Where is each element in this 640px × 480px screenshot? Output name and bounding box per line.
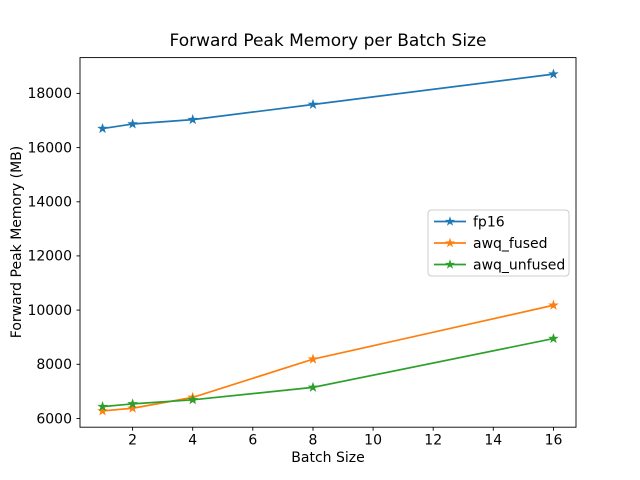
data-point-marker xyxy=(97,122,108,134)
x-tick-label: 14 xyxy=(484,433,502,449)
series-line-awq_unfused xyxy=(101,337,555,408)
legend-label-fp16: fp16 xyxy=(473,215,505,231)
y-tick-label: 6000 xyxy=(36,411,72,427)
legend-label-awq_unfused: awq_unfused xyxy=(473,258,565,274)
x-tick-label: 4 xyxy=(188,433,197,449)
data-point-marker xyxy=(187,114,199,125)
legend-label-awq_fused: awq_fused xyxy=(473,236,548,252)
y-tick-label: 16000 xyxy=(27,140,72,156)
y-tick-label: 8000 xyxy=(36,357,72,373)
data-point-marker xyxy=(97,405,108,416)
x-tick-label: 2 xyxy=(128,433,137,449)
axes-spines xyxy=(79,57,577,428)
series-awq_unfused xyxy=(97,332,559,412)
y-tick-label: 14000 xyxy=(27,195,72,211)
data-point-marker xyxy=(307,353,319,364)
data-point-marker xyxy=(307,98,319,110)
data-point-marker xyxy=(548,68,559,79)
series-line-awq_fused xyxy=(101,304,555,412)
x-tick-label: 10 xyxy=(364,433,382,449)
data-point-marker xyxy=(127,402,138,413)
y-tick-label: 10000 xyxy=(27,303,72,319)
series-fp16 xyxy=(97,68,559,134)
x-tick-label: 8 xyxy=(309,433,318,449)
y-tick-label: 18000 xyxy=(27,86,72,102)
legend-marker xyxy=(445,216,455,226)
legend-box xyxy=(427,209,570,277)
data-point-marker xyxy=(97,401,108,412)
data-point-marker xyxy=(548,332,559,344)
data-point-marker xyxy=(548,299,559,310)
data-point-marker xyxy=(187,394,199,405)
data-point-marker xyxy=(127,118,138,129)
x-tick-label: 6 xyxy=(248,433,257,449)
data-point-marker xyxy=(127,398,138,409)
series-line-fp16 xyxy=(101,73,555,130)
legend-marker xyxy=(445,237,455,248)
data-point-marker xyxy=(307,381,319,392)
x-axis-label: Batch Size xyxy=(291,450,365,466)
series-awq_fused xyxy=(97,299,559,416)
legend: fp16 awq_fused awq_unfused xyxy=(427,209,570,277)
x-tick-label: 16 xyxy=(545,433,563,449)
y-tick-label: 12000 xyxy=(27,249,72,265)
legend-marker xyxy=(445,259,455,269)
x-tick-label: 12 xyxy=(424,433,442,449)
chart-title: Forward Peak Memory per Batch Size xyxy=(169,31,487,51)
